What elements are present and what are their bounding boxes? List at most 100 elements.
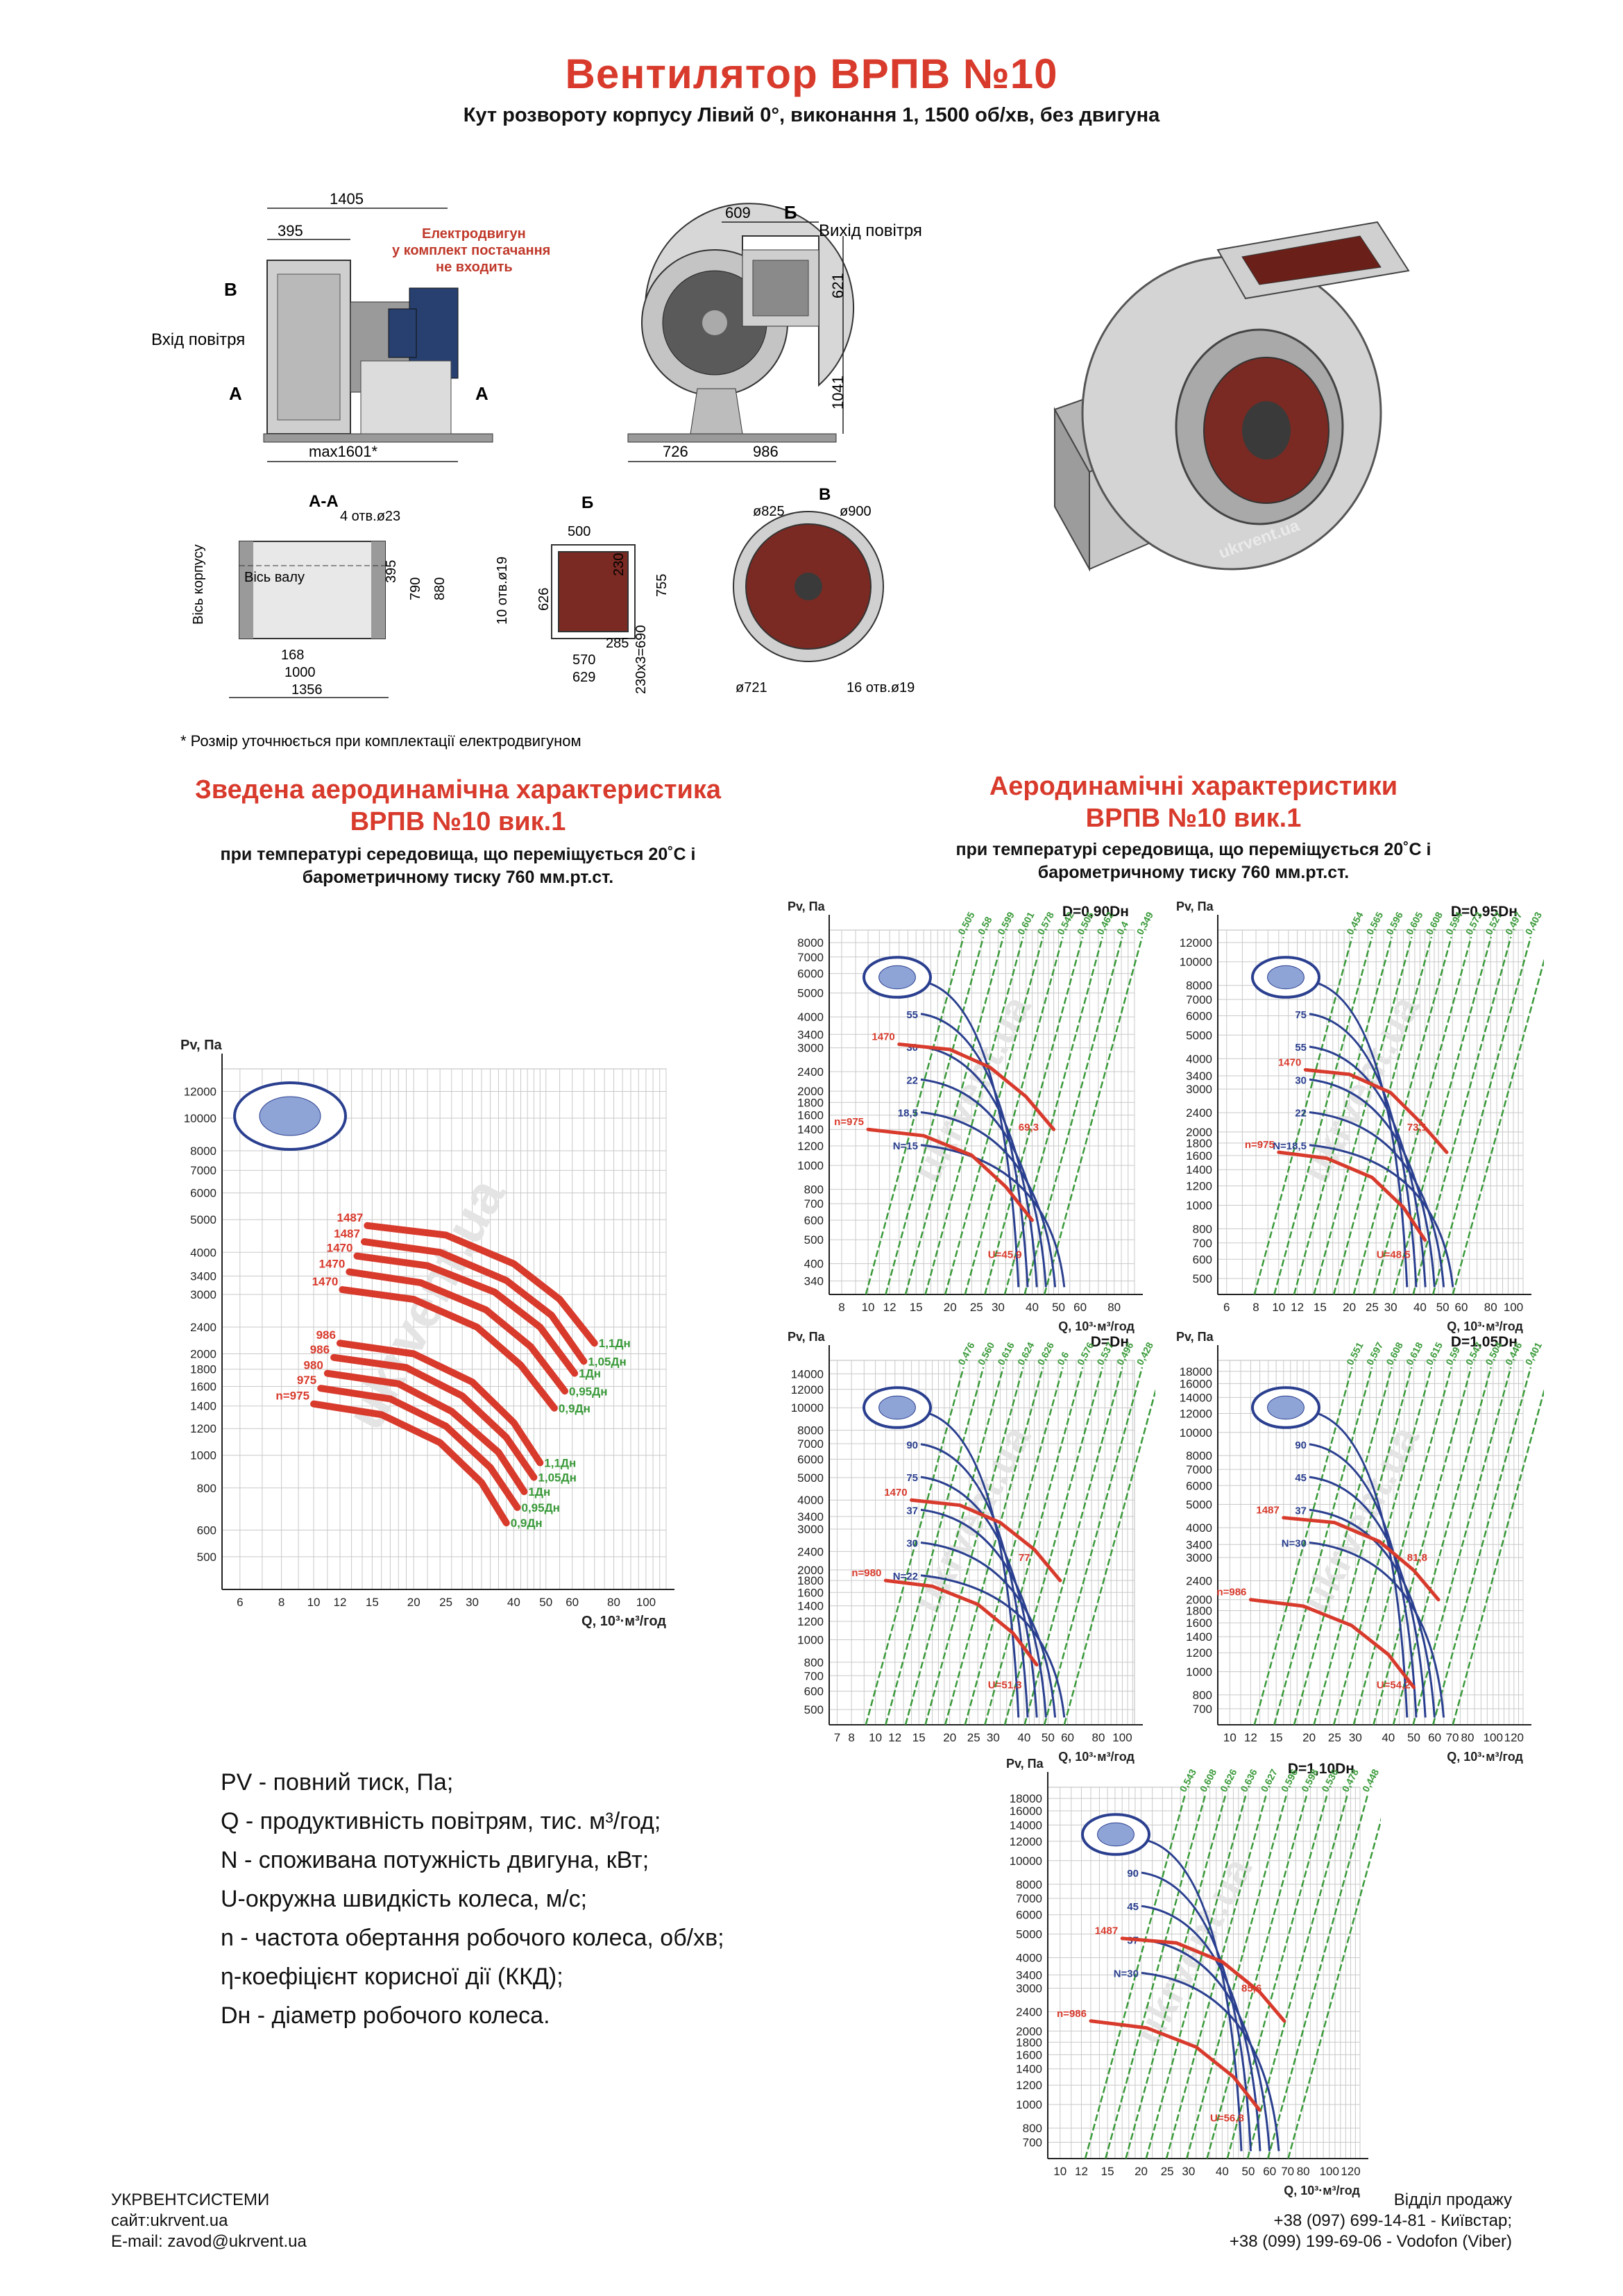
y-tick-label: 1400 — [797, 1123, 824, 1136]
section-aa-title: А-А — [309, 492, 339, 511]
power-curve — [1309, 1144, 1454, 1288]
power-label: 55 — [1295, 1042, 1307, 1054]
x-tick-label: 12 — [888, 1731, 901, 1744]
dim-1041: 1041 — [829, 375, 847, 410]
y-tick-label: 700 — [804, 1669, 824, 1682]
x-tick-label: 30 — [466, 1596, 479, 1609]
y-tick-label: 16000 — [1180, 1377, 1212, 1390]
efficiency-line — [1392, 1367, 1493, 1725]
y-tick-label: 2400 — [1186, 1106, 1212, 1120]
efficiency-line — [1084, 1793, 1187, 2159]
y-tick-label: 4000 — [1186, 1521, 1212, 1535]
y-tick-label: 3000 — [1186, 1083, 1212, 1096]
power-label: 90 — [1295, 1440, 1307, 1451]
y-tick-label: 2400 — [797, 1065, 824, 1079]
series-rpm-label: n=975 — [1245, 1139, 1275, 1151]
y-tick-label: 5000 — [190, 1213, 216, 1226]
series-curve — [346, 1268, 569, 1395]
series-rpm-label: n=975 — [834, 1116, 864, 1128]
y-tick-label: 340 — [804, 1275, 824, 1288]
efficiency-line — [1267, 1793, 1369, 2159]
power-label: 22 — [1295, 1108, 1307, 1120]
y-tick-label: 1800 — [190, 1363, 216, 1376]
y-tick-label: 3000 — [190, 1288, 216, 1301]
series-curve — [1303, 1067, 1449, 1154]
legend-eta: η-коефіцієнт корисної дії (ККД); — [221, 1964, 563, 1990]
power-label: 45 — [1295, 1472, 1307, 1484]
series-rpm-label: 1487 — [1256, 1505, 1279, 1517]
series-curve — [330, 1353, 538, 1481]
chart-annotation: U=56,8 — [1210, 2113, 1244, 2125]
x-tick-label: 50 — [1042, 1731, 1055, 1744]
page-title: Вентилятор ВРПВ №10 — [565, 51, 1058, 97]
series-rpm-label: n=980 — [851, 1567, 881, 1579]
chart-annotation: 85,6 — [1241, 1982, 1261, 1994]
view-b-title: Б — [581, 493, 593, 512]
efficiency-line — [1253, 936, 1353, 1295]
power-label: 18,5 — [898, 1108, 918, 1120]
y-tick-label: 1800 — [797, 1096, 824, 1109]
efficiency-line — [865, 1367, 965, 1725]
y-tick-label: 7000 — [190, 1164, 216, 1177]
x-tick-label: 30 — [1384, 1301, 1397, 1314]
y-tick-label: 2000 — [1186, 1594, 1212, 1607]
y-tick-label: 12000 — [1180, 936, 1212, 949]
y-tick-label: 3400 — [1186, 1538, 1212, 1551]
x-tick-label: 25 — [970, 1301, 983, 1314]
power-curve — [920, 1574, 1066, 1718]
y-axis-label: Pv, Па — [788, 900, 826, 913]
power-label: N=22 — [893, 1571, 918, 1582]
label-a-right: А — [475, 383, 488, 404]
y-tick-label: 16000 — [1010, 1805, 1042, 1818]
plot-area — [221, 1068, 667, 1590]
series-diameter-label: 0,9Дн — [559, 1402, 590, 1415]
series-rpm-label: 1470 — [1278, 1056, 1301, 1068]
holes-4: 4 отв.ø23 — [340, 509, 400, 524]
company-email[interactable]: E-mail: zavod@ukrvent.ua — [111, 2232, 307, 2251]
phone-kyivstar[interactable]: +38 (097) 699-14-81 - Київстар; — [1273, 2211, 1512, 2230]
y-tick-label: 600 — [804, 1214, 824, 1227]
chart-title: D=0,95Dн — [1451, 904, 1518, 920]
efficiency-line — [1313, 936, 1413, 1295]
summary-title: Зведена аеродинамічна характеристика ВРП… — [118, 774, 798, 838]
y-tick-label: 14000 — [1010, 1818, 1042, 1832]
y-tick-label: 4000 — [190, 1246, 216, 1259]
efficiency-line — [944, 1367, 1044, 1725]
efficiency-label: 0,361 — [1543, 1340, 1544, 1367]
series-diameter-label: 1,05Дн — [538, 1471, 576, 1485]
x-tick-label: 20 — [1302, 1731, 1316, 1744]
series-diameter-label: 1,05Дн — [588, 1355, 626, 1368]
series-rpm-label: 1487 — [337, 1211, 363, 1224]
power-curve — [920, 1542, 1057, 1718]
series-curve — [1120, 1936, 1286, 2023]
phone-vodafone[interactable]: +38 (099) 199-69-06 - Vodofon (Viber) — [1229, 2232, 1512, 2251]
power-curve — [1309, 1078, 1436, 1288]
footer-right: Відділ продажу +38 (097) 699-14-81 - Киї… — [1230, 2190, 1512, 2252]
legend-pv: PV - повний тиск, Па; — [221, 1769, 454, 1796]
efficiency-line — [1293, 1367, 1393, 1725]
x-tick-label: 10 — [869, 1731, 882, 1744]
x-tick-label: 10 — [862, 1301, 875, 1314]
y-tick-label: 3400 — [797, 1510, 824, 1523]
series-diameter-label: 0,95Дн — [569, 1385, 607, 1398]
summary-note-line-1: при температурі середовища, що переміщує… — [220, 845, 696, 864]
y-tick-label: 800 — [197, 1482, 216, 1495]
y-tick-label: 1600 — [1186, 1149, 1212, 1163]
efficiency-line — [964, 1367, 1064, 1725]
x-tick-label: 12 — [1075, 2165, 1088, 2178]
dim-629: 629 — [572, 670, 595, 685]
company-site[interactable]: сайт:ukrvent.ua — [111, 2211, 228, 2230]
y-tick-label: 500 — [804, 1703, 824, 1716]
x-tick-label: 70 — [1446, 1731, 1459, 1744]
technical-drawings: 1405 395 В Вхід повітря А А max1601* Еле… — [151, 190, 1410, 750]
x-tick-label: 8 — [838, 1301, 844, 1314]
dim-max1601: max1601* — [309, 443, 378, 460]
y-tick-label: 3400 — [1016, 1968, 1042, 1982]
drawing-note: * Розмір уточнюється при комплектації ел… — [180, 732, 581, 750]
x-axis-label: Q, 10³·м³/год — [1058, 1319, 1135, 1333]
y-tick-label: 1800 — [1186, 1605, 1212, 1618]
x-tick-label: 50 — [1242, 2165, 1255, 2178]
y-tick-label: 1400 — [1186, 1163, 1212, 1176]
x-tick-label: 120 — [1341, 2165, 1360, 2178]
